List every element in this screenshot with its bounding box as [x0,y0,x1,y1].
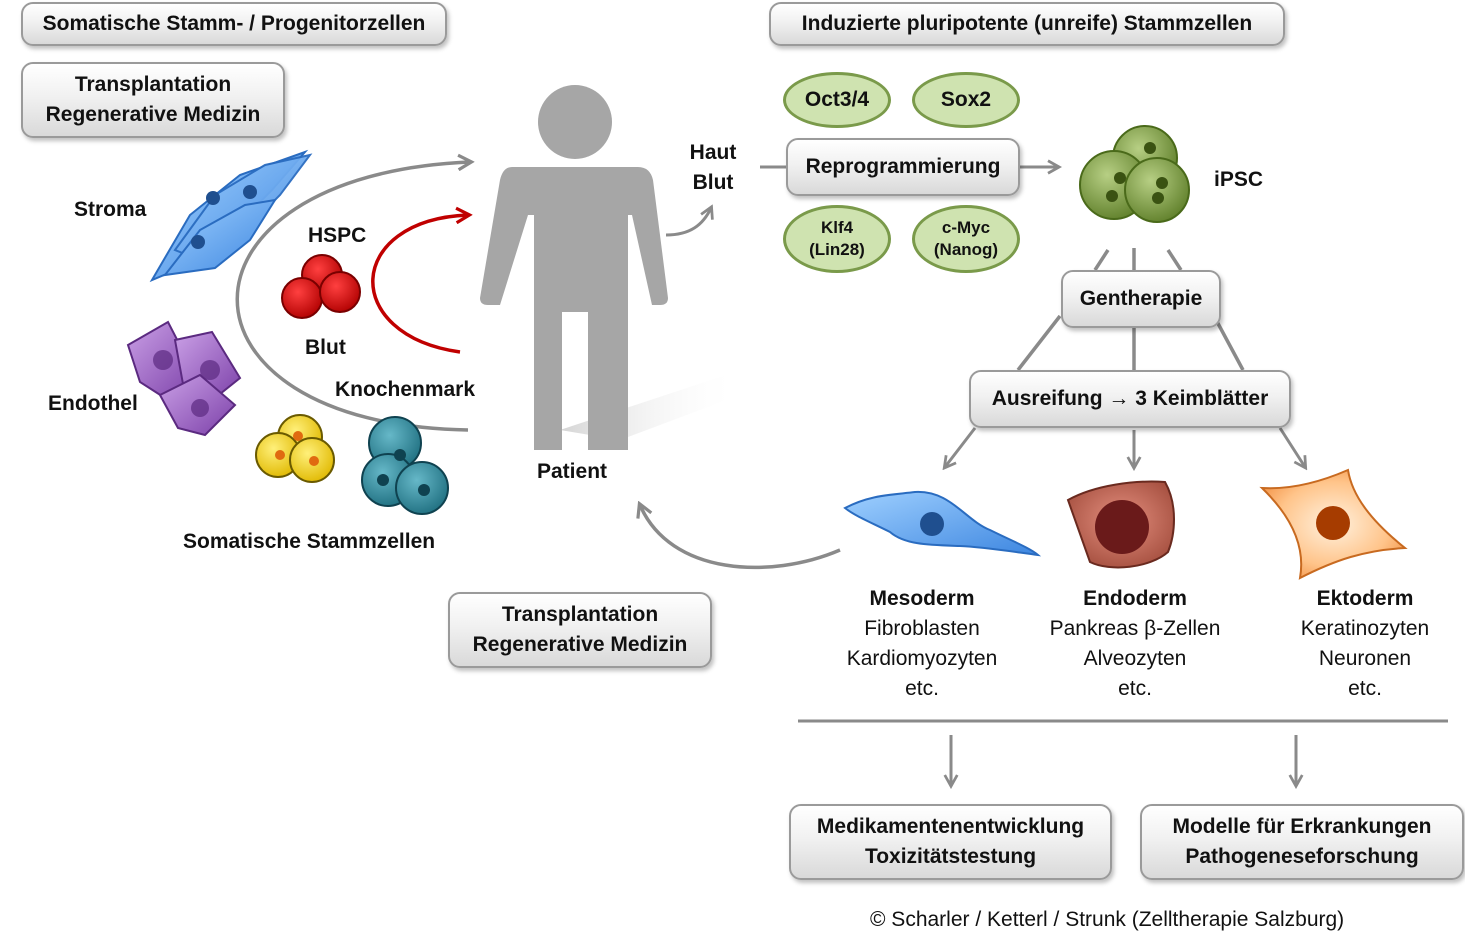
skin-blood-label: Haut Blut [680,138,746,198]
factor-myc-line1: c-Myc [941,218,991,237]
endothel-cells-icon [126,320,242,437]
mesoderm-label-group: Mesoderm Fibroblasten Kardiomyozyten etc… [822,584,1022,704]
transplant-bottom-line1: Transplantation [501,603,659,626]
factor-klf-line1: Klf4 [820,218,854,237]
header-ipsc-label: Induzierte pluripotente (unreife) Stammz… [801,12,1253,35]
stroma-label: Stroma [74,198,147,221]
transplant-top-line2: Regenerative Medizin [45,103,261,126]
gene-therapy-box: Gentherapie [1061,270,1221,328]
disease-models-line1: Modelle für Erkrankungen [1172,815,1432,838]
patient-shadow [560,372,740,440]
patient-to-skin-arrow [665,208,711,237]
to-ektoderm-arrow [1278,427,1305,467]
differentiated-return-arc [640,505,841,570]
transplant-box-bottom: Transplantation Regenerative Medizin [448,592,712,668]
drug-development-line2: Toxizitätstestung [864,845,1037,868]
ektoderm-title: Ektoderm [1316,587,1414,610]
disease-models-box: Modelle für Erkrankungen Pathogenesefors… [1140,804,1464,880]
ipsc-cluster-icon [1079,125,1190,223]
somatic-return-arc [235,162,470,432]
transplant-bottom-line2: Regenerative Medizin [472,633,688,656]
maturation-label: Ausreifung → 3 Keimblätter [991,387,1269,410]
endoderm-line3: etc. [1118,677,1152,700]
endoderm-cell-icon [1066,480,1175,569]
mesoderm-cell-icon [843,490,1042,557]
teal-stem-cells-icon [361,416,449,515]
yellow-stem-cells-icon [255,414,335,483]
haut-label: Haut [689,141,737,164]
endoderm-line1: Pankreas β-Zellen [1049,617,1221,640]
drug-development-line1: Medikamentenentwicklung [816,815,1085,838]
factor-sox-label: Sox2 [940,88,992,111]
ektoderm-line1: Keratinozyten [1300,617,1430,640]
ipsc-label: iPSC [1214,168,1264,191]
to-mesoderm-arrow [945,427,977,467]
mesoderm-line1: Fibroblasten [864,617,980,640]
endoderm-label-group: Endoderm Pankreas β-Zellen Alveozyten et… [1035,584,1235,704]
factor-oct34: Oct3/4 [783,72,891,128]
mesoderm-title: Mesoderm [869,587,975,610]
patient-figure-icon [480,85,668,450]
factor-klf-line2: (Lin28) [809,240,865,259]
header-ipsc: Induzierte pluripotente (unreife) Stammz… [769,2,1285,46]
drug-development-box: Medikamentenentwicklung Toxizitätstestun… [789,804,1112,880]
ipsc-connectors [1016,248,1245,372]
blut-source-label: Blut [692,171,734,194]
transplant-top-line1: Transplantation [74,73,232,96]
factor-cmyc: c-Myc (Nanog) [912,205,1020,273]
stroma-cells-icon [149,149,313,283]
factor-sox2: Sox2 [912,72,1020,128]
endoderm-line2: Alveozyten [1083,647,1187,670]
bone-marrow-arc [371,215,468,354]
hspc-cells-icon [281,254,361,319]
reprogramming-label: Reprogrammierung [805,155,1001,178]
hspc-label: HSPC [308,224,367,247]
factor-klf4: Klf4 (Lin28) [783,205,891,273]
mesoderm-line3: etc. [905,677,939,700]
header-somatic-label: Somatische Stamm- / Progenitorzellen [42,12,426,35]
endothel-label: Endothel [48,392,138,415]
header-somatic-stem-cells: Somatische Stamm- / Progenitorzellen [21,2,447,46]
maturation-box: Ausreifung → 3 Keimblätter [969,370,1291,428]
endoderm-title: Endoderm [1083,587,1187,610]
knochenmark-label: Knochenmark [335,378,476,401]
ektoderm-line2: Neuronen [1318,647,1412,670]
patient-label: Patient [537,460,608,483]
ektoderm-label-group: Ektoderm Keratinozyten Neuronen etc. [1265,584,1465,704]
reprogramming-box: Reprogrammierung [786,138,1020,196]
gene-therapy-label: Gentherapie [1079,287,1203,310]
somatic-stem-cells-label: Somatische Stammzellen [183,530,436,553]
copyright-text: © Scharler / Ketterl / Strunk (Zellthera… [870,908,1345,931]
transplant-box-top: Transplantation Regenerative Medizin [21,62,285,138]
ektoderm-line3: etc. [1348,677,1382,700]
ektoderm-cell-icon [1259,468,1408,580]
factor-myc-line2: (Nanog) [933,240,999,259]
factor-oct-label: Oct3/4 [804,88,870,111]
disease-models-line2: Pathogeneseforschung [1185,845,1419,868]
mesoderm-line2: Kardiomyozyten [846,647,998,670]
blut-label: Blut [305,336,346,359]
